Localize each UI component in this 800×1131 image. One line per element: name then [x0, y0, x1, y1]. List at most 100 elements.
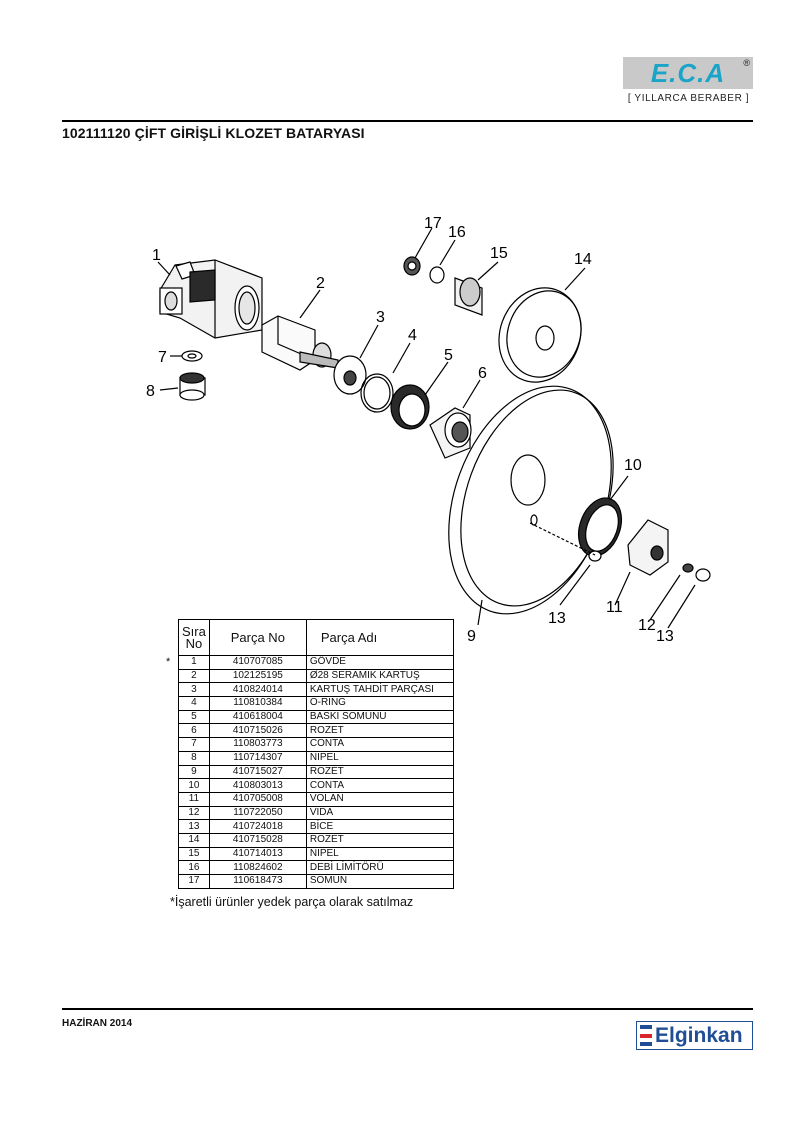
header-rule — [62, 120, 753, 122]
part-number: 410824014 — [208, 682, 307, 698]
callout-2: 2 — [316, 275, 325, 292]
part-name: CONTA — [305, 778, 454, 793]
part-number: 110803773 — [208, 737, 307, 752]
callout-15: 15 — [490, 245, 508, 262]
part-cap-13a — [588, 550, 602, 562]
row-number: 6 — [178, 723, 210, 739]
callout-16: 16 — [448, 224, 466, 241]
part-number: 110722050 — [208, 805, 307, 821]
row-number: 10 — [178, 778, 210, 793]
row-number: 11 — [178, 791, 210, 807]
part-number: 410715028 — [208, 832, 307, 848]
callout-9: 9 — [467, 628, 476, 645]
part-name: CONTA — [305, 737, 454, 752]
part-handle — [627, 519, 669, 576]
registered-mark: ® — [743, 58, 750, 68]
row-number: 2 — [178, 668, 210, 684]
callout-1: 1 — [152, 247, 161, 264]
callout-8: 8 — [146, 383, 155, 400]
document-title: 102111120 ÇİFT GİRİŞLİ KLOZET BATARYASI — [62, 125, 365, 141]
part-rosette-large — [448, 385, 614, 615]
part-number: 110810384 — [208, 696, 307, 711]
row-number: 9 — [178, 764, 210, 780]
callout-7: 7 — [158, 349, 167, 366]
header-part-no: Parça No — [208, 619, 307, 656]
part-number: 410707085 — [208, 655, 307, 670]
row-number: 4 — [178, 696, 210, 711]
row-number: 12 — [178, 805, 210, 821]
part-name: NİPEL — [305, 846, 454, 862]
row-number: 14 — [178, 832, 210, 848]
callout-6: 6 — [478, 365, 487, 382]
part-cartridge-stop — [333, 355, 367, 395]
row-number: 5 — [178, 709, 210, 725]
callout-11: 11 — [606, 599, 623, 616]
callout-4: 4 — [408, 327, 417, 344]
part-name: VİDA — [305, 805, 454, 821]
part-body — [159, 259, 263, 339]
part-nipple-8 — [179, 372, 206, 401]
row-number: 13 — [178, 819, 210, 834]
part-name: ROZET — [305, 832, 454, 848]
part-number: 410618004 — [208, 709, 307, 725]
part-name: NİPEL — [305, 750, 454, 766]
part-number: 410715027 — [208, 764, 307, 780]
part-name: DEBİ LİMİTÖRÜ — [305, 860, 454, 875]
header-row-no: Sıra No — [178, 619, 210, 656]
part-screw — [682, 563, 694, 573]
callout-13a: 13 — [548, 610, 566, 627]
eca-tagline: [ YILLARCA BERABER ] — [627, 93, 750, 104]
part-name: BASKI SOMUNU — [305, 709, 454, 725]
part-name: Ø28 SERAMİK KARTUŞ — [305, 668, 454, 684]
row-number: 17 — [178, 874, 210, 889]
eca-logo: E.C.A ® — [623, 57, 753, 89]
part-number: 110714307 — [208, 750, 307, 766]
part-number: 410714013 — [208, 846, 307, 862]
callout-10: 10 — [624, 457, 642, 474]
part-number: 102125195 — [208, 668, 307, 684]
elginkan-logo: Elginkan — [636, 1021, 753, 1050]
footnote: *İşaretli ürünler yedek parça olarak sat… — [170, 895, 414, 909]
part-name: BİCE — [305, 819, 454, 834]
callout-17: 17 — [424, 215, 442, 232]
part-cap-13b — [695, 568, 711, 582]
table-header-row: Sıra No Parça No Parça Adı — [178, 619, 454, 656]
part-number: 410705008 — [208, 791, 307, 807]
row-number: 8 — [178, 750, 210, 766]
part-name: SOMUN — [305, 874, 454, 889]
header-part-name: Parça Adı — [305, 619, 454, 656]
callout-13b: 13 — [656, 628, 674, 645]
part-pressure-nut — [390, 384, 430, 430]
callout-12: 12 — [638, 617, 656, 634]
part-nipple-15 — [454, 277, 483, 316]
part-o-ring — [360, 373, 394, 413]
part-gasket-7 — [181, 350, 203, 362]
part-gasket-10 — [577, 497, 623, 557]
part-name: KARTUŞ TAHDİT PARÇASI — [305, 682, 454, 698]
footer-date: HAZİRAN 2014 — [62, 1018, 133, 1029]
exploded-parts-diagram: 1 2 3 4 5 6 7 8 9 10 11 12 13 13 14 15 1… — [146, 215, 711, 645]
row-number: 1 — [178, 655, 210, 670]
part-rosette-14 — [498, 287, 582, 383]
part-number: 110618473 — [208, 874, 307, 889]
part-number: 410803013 — [208, 778, 307, 793]
part-name: O-RİNG — [305, 696, 454, 711]
footer-rule — [62, 1008, 753, 1010]
part-name: ROZET — [305, 764, 454, 780]
part-rosette-small — [429, 407, 472, 459]
